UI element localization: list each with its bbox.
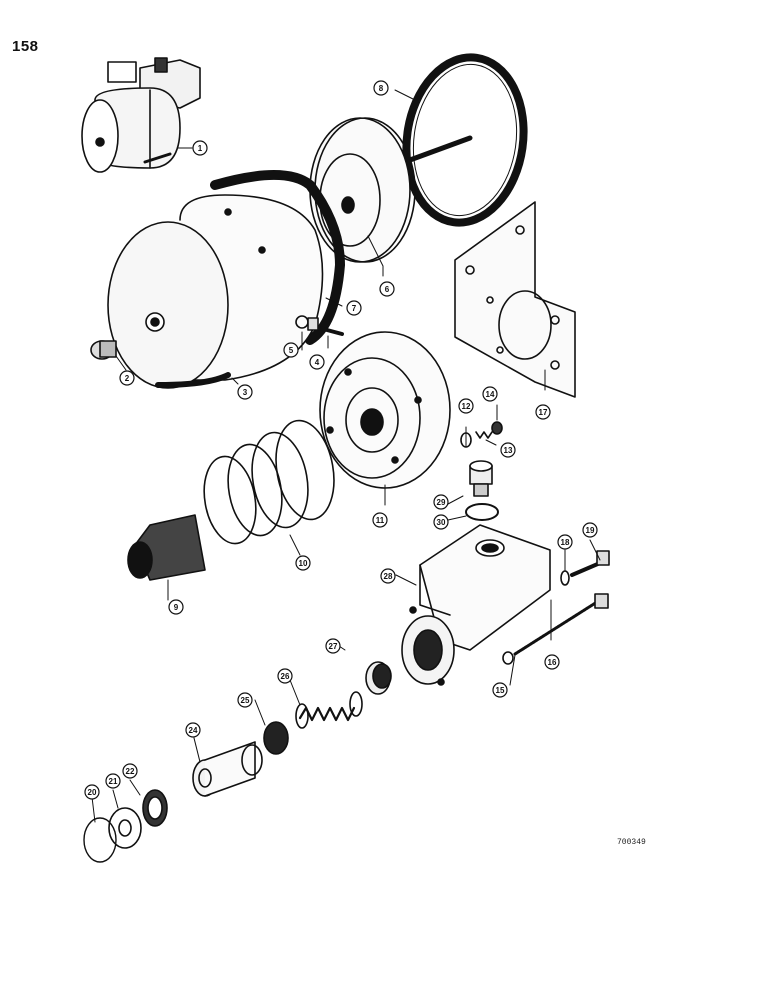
callout-4: 4	[309, 354, 325, 370]
svg-text:7: 7	[352, 304, 357, 313]
part-18-lock-washer	[560, 570, 570, 586]
callout-14: 14	[482, 386, 498, 402]
part-19-bolt	[570, 550, 610, 577]
callout-28: 28	[380, 568, 396, 584]
svg-text:13: 13	[504, 446, 513, 455]
svg-text:2: 2	[125, 374, 130, 383]
callout-11: 11	[372, 512, 388, 528]
part-13-valve-spring	[475, 431, 493, 439]
part-14-valve-seat	[491, 421, 503, 435]
part-30-gasket	[465, 503, 499, 521]
callout-30: 30	[433, 514, 449, 530]
svg-text:8: 8	[379, 84, 384, 93]
svg-text:17: 17	[539, 408, 548, 417]
callout-22: 22	[122, 763, 138, 779]
part-25-primary-seal	[263, 721, 289, 755]
callout-2: 2	[119, 370, 135, 386]
callout-10: 10	[295, 555, 311, 571]
svg-text:12: 12	[462, 402, 471, 411]
svg-text:14: 14	[486, 390, 495, 399]
svg-text:15: 15	[496, 686, 505, 695]
svg-text:26: 26	[281, 672, 290, 681]
callout-7: 7	[346, 300, 362, 316]
part-26-piston-spring	[295, 691, 363, 729]
callout-24: 24	[185, 722, 201, 738]
svg-text:20: 20	[88, 788, 97, 797]
svg-text:1: 1	[198, 144, 203, 153]
callout-5: 5	[283, 342, 299, 358]
svg-text:28: 28	[384, 572, 393, 581]
callout-18: 18	[557, 534, 573, 550]
callout-12: 12	[458, 398, 474, 414]
callout-25: 25	[237, 692, 253, 708]
part-24-piston	[192, 741, 263, 797]
part-1-booster-assembly	[81, 57, 201, 173]
svg-text:10: 10	[299, 559, 308, 568]
part-28-master-cylinder	[401, 524, 551, 686]
part-17-mounting-plate	[454, 201, 576, 398]
part-8-ring	[402, 53, 528, 227]
svg-text:24: 24	[189, 726, 198, 735]
callout-8: 8	[373, 80, 389, 96]
callout-19: 19	[582, 522, 598, 538]
part-22-secondary-seal	[142, 789, 168, 827]
svg-text:3: 3	[243, 388, 248, 397]
callout-20: 20	[84, 784, 100, 800]
svg-text:25: 25	[241, 696, 250, 705]
callout-9: 9	[168, 599, 184, 615]
part-2-fitting	[90, 340, 117, 360]
part-3-housing	[107, 194, 324, 389]
svg-text:16: 16	[548, 658, 557, 667]
callout-29: 29	[433, 494, 449, 510]
callout-3: 3	[237, 384, 253, 400]
reference-code: 700349	[617, 838, 646, 847]
svg-text:4: 4	[315, 358, 320, 367]
part-29-filler-plug	[469, 460, 493, 497]
callout-16: 16	[544, 654, 560, 670]
part-21-stop-washer	[108, 807, 142, 849]
callout-21: 21	[105, 773, 121, 789]
svg-text:9: 9	[174, 603, 179, 612]
svg-text:6: 6	[385, 285, 390, 294]
svg-text:19: 19	[586, 526, 595, 535]
callout-17: 17	[535, 404, 551, 420]
page-number: 158	[12, 38, 39, 55]
part-9-boot	[127, 514, 206, 581]
part-16-long-bolt	[513, 593, 609, 656]
part-7-seal	[210, 170, 345, 345]
callout-6: 6	[379, 281, 395, 297]
svg-text:11: 11	[376, 516, 385, 525]
part-10-return-spring	[203, 419, 335, 545]
callout-1: 1	[192, 140, 208, 156]
svg-text:21: 21	[109, 777, 118, 786]
part-11-end-cover	[319, 331, 451, 489]
svg-text:22: 22	[126, 767, 135, 776]
callout-27: 27	[325, 638, 341, 654]
callout-13: 13	[500, 442, 516, 458]
svg-text:30: 30	[437, 518, 446, 527]
part-27-cup	[365, 661, 392, 695]
part-20-snap-ring	[83, 817, 117, 863]
part-4-bolt	[307, 317, 344, 336]
svg-text:29: 29	[437, 498, 446, 507]
callout-15: 15	[492, 682, 508, 698]
part-15-washer	[502, 651, 514, 665]
svg-text:5: 5	[289, 346, 294, 355]
svg-text:18: 18	[561, 538, 570, 547]
svg-text:27: 27	[329, 642, 338, 651]
callout-26: 26	[277, 668, 293, 684]
